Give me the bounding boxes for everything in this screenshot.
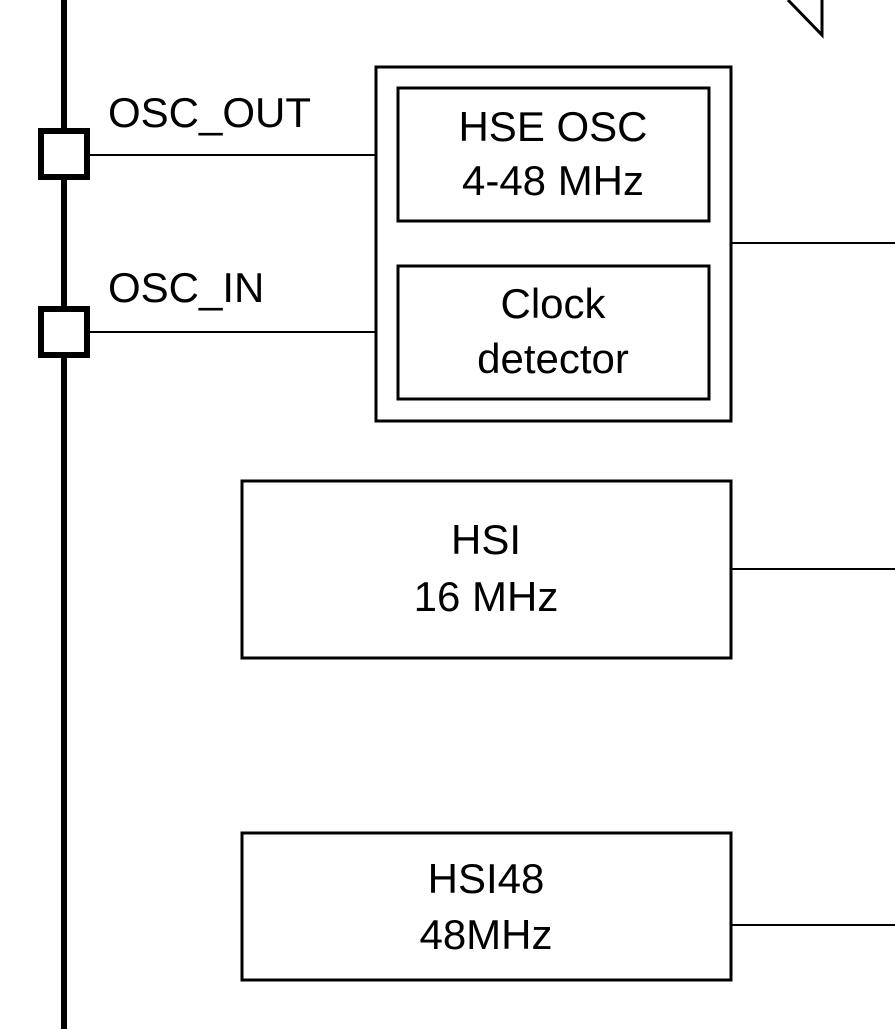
hsi-box: [240, 479, 733, 660]
hsi-frequency: 16 MHz: [414, 573, 559, 620]
hse-osc-title: HSE OSC: [458, 103, 647, 150]
hsi48-frequency: 48MHz: [419, 911, 552, 958]
hsi-title: HSI: [451, 516, 521, 563]
partial-shape-top: [786, 0, 824, 39]
osc-out-label: OSC_OUT: [108, 89, 311, 136]
clock-detector-line1: Clock: [500, 280, 606, 327]
hse-osc-frequency: 4-48 MHz: [462, 157, 644, 204]
osc-out-pin: [38, 128, 90, 180]
clock-detector-line2: detector: [477, 335, 629, 382]
hsi48-box: [240, 831, 733, 982]
osc-in-pin: [38, 306, 90, 358]
clock-detector-box: [396, 264, 711, 401]
hse-osc-box: [396, 86, 711, 223]
osc-in-label: OSC_IN: [108, 264, 264, 311]
hsi48-title: HSI48: [428, 855, 545, 902]
